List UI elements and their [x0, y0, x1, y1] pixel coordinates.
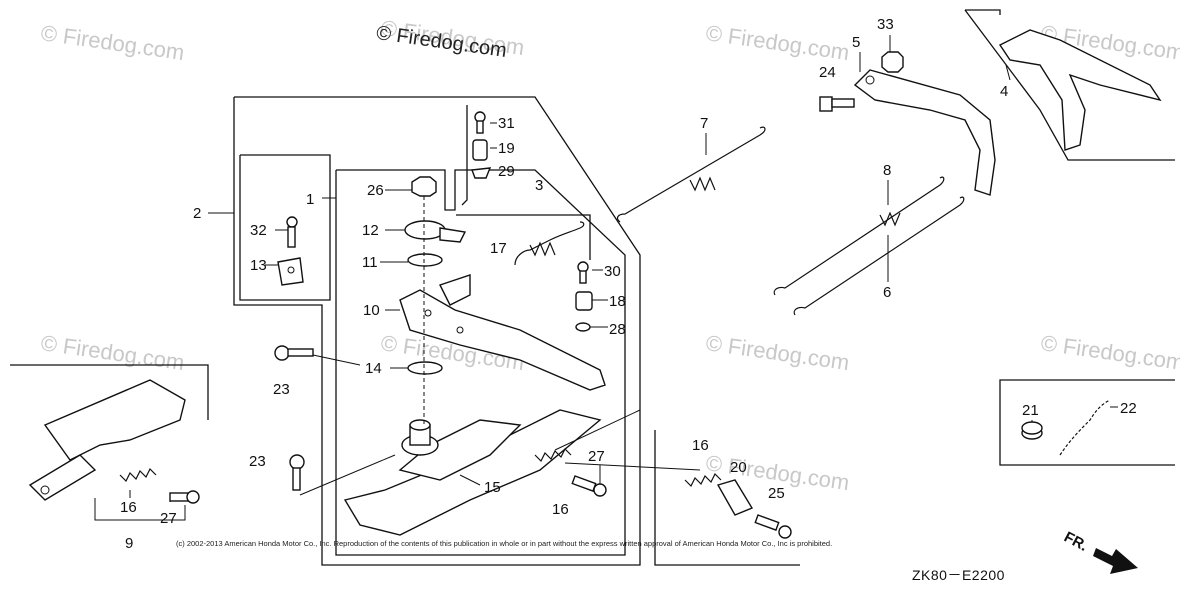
- callout-31: 31: [498, 115, 515, 132]
- callout-5: 5: [852, 34, 860, 51]
- callout-24: 24: [819, 64, 836, 81]
- part-31-screw: [474, 111, 486, 134]
- part-22-chain: [1059, 399, 1111, 456]
- part-4-bracket: [998, 29, 1162, 151]
- diagram-code: ZK80－E2200: [912, 567, 1005, 583]
- callout-13: 13: [250, 257, 267, 274]
- part-13-clip: [277, 257, 304, 286]
- callout-16-left: 16: [120, 499, 137, 516]
- part-33-nut: [881, 51, 904, 73]
- callout-22: 22: [1120, 400, 1137, 417]
- part-7-rod: [616, 126, 766, 223]
- group-frame-4: [965, 9, 1001, 15]
- callout-27-center: 27: [588, 448, 605, 465]
- group-frame-9: [10, 364, 209, 420]
- part-27-bolt-center: [571, 475, 607, 497]
- callout-11: 11: [362, 254, 378, 271]
- callout-25: 25: [768, 485, 785, 502]
- callout-26: 26: [367, 182, 384, 199]
- callout-10: 10: [363, 302, 380, 319]
- callout-4: 4: [1000, 83, 1008, 100]
- watermark: © Firedog.com: [704, 20, 851, 65]
- part-26-nut: [411, 176, 437, 197]
- part-24-bolt: [819, 96, 855, 112]
- part-20-sleeve: [716, 479, 754, 516]
- callout-17: 17: [490, 240, 507, 257]
- part-10-control-plate: [399, 274, 606, 391]
- callout-28: 28: [609, 321, 626, 338]
- callout-2: 2: [193, 205, 201, 222]
- group-frame-2-inner: [239, 154, 331, 301]
- part-23-bolt-lower: [289, 454, 305, 491]
- part-18-collar: [575, 291, 593, 311]
- group-frame-3: [456, 214, 591, 260]
- leader-lines: [129, 35, 1118, 502]
- part-30-screw: [577, 261, 589, 284]
- callout-15: 15: [484, 479, 501, 496]
- callout-33: 33: [877, 16, 894, 33]
- callout-19: 19: [498, 140, 515, 157]
- group-frame-16-20-25: [654, 430, 800, 566]
- part-9-bracket: [28, 379, 186, 501]
- watermark: © Firedog.com: [39, 330, 186, 375]
- callout-9: 9: [125, 535, 133, 552]
- callout-20: 20: [730, 459, 747, 476]
- part-15-base-bracket: [343, 409, 602, 536]
- group-frame-2: [233, 96, 641, 566]
- group-frame-9-bottom: [94, 498, 186, 521]
- callout-6: 6: [883, 284, 891, 301]
- part-6-rod: [793, 196, 965, 316]
- callout-23-upper: 23: [273, 381, 290, 398]
- copyright-notice: (c) 2002-2013 American Honda Motor Co., …: [176, 539, 833, 548]
- part-11-washer: [407, 253, 443, 267]
- callout-labels: 1 2 3 4 5 6 7 8 9 10 11 12 13 14 15 16 1…: [120, 16, 1137, 552]
- watermark: © Firedog.com: [704, 330, 851, 375]
- part-23-bolt-upper: [274, 345, 314, 361]
- part-21-cap: [1021, 421, 1043, 440]
- part-25-bolt: [754, 514, 792, 539]
- callout-30: 30: [604, 263, 621, 280]
- callout-1: 1: [306, 191, 314, 208]
- part-5-lever-arm: [853, 69, 996, 196]
- front-direction-indicator: FR.: [1061, 529, 1138, 574]
- callout-16-right: 16: [692, 437, 709, 454]
- arrow-right-icon: [1093, 548, 1138, 574]
- part-28-clip: [575, 322, 591, 332]
- part-29-clip: [471, 167, 492, 179]
- part-19-collar: [472, 139, 488, 161]
- callout-29: 29: [498, 163, 515, 180]
- callout-3: 3: [535, 177, 543, 194]
- part-14-washer: [407, 361, 443, 375]
- part-16-spring-left: [119, 467, 157, 483]
- callout-16-center: 16: [552, 501, 569, 518]
- group-frame-21-22: [999, 379, 1175, 466]
- callout-7: 7: [700, 115, 708, 132]
- callout-21: 21: [1022, 402, 1039, 419]
- callout-27-left: 27: [160, 510, 177, 527]
- direction-label: FR.: [1061, 529, 1090, 555]
- part-16-spring-center: [534, 447, 572, 463]
- callout-8: 8: [883, 162, 891, 179]
- part-12-lever: [404, 220, 467, 243]
- part-16-spring-right: [684, 472, 722, 488]
- group-frame-31-19-29: [461, 105, 468, 206]
- callout-12: 12: [362, 222, 379, 239]
- callout-23-lower: 23: [249, 453, 266, 470]
- part-17-spring: [514, 221, 585, 266]
- callout-18: 18: [609, 293, 626, 310]
- callout-14: 14: [365, 360, 382, 377]
- watermark-layer: © Firedog.com © Firedog.com © Firedog.co…: [39, 15, 1180, 495]
- callout-32: 32: [250, 222, 267, 239]
- group-frame-4-side: [964, 9, 1175, 161]
- part-27-bolt-left: [169, 490, 200, 504]
- watermark: © Firedog.com: [39, 20, 186, 65]
- part-32-screw: [286, 216, 298, 248]
- part-8-rod: [773, 176, 945, 296]
- watermark: © Firedog.com: [1039, 330, 1180, 375]
